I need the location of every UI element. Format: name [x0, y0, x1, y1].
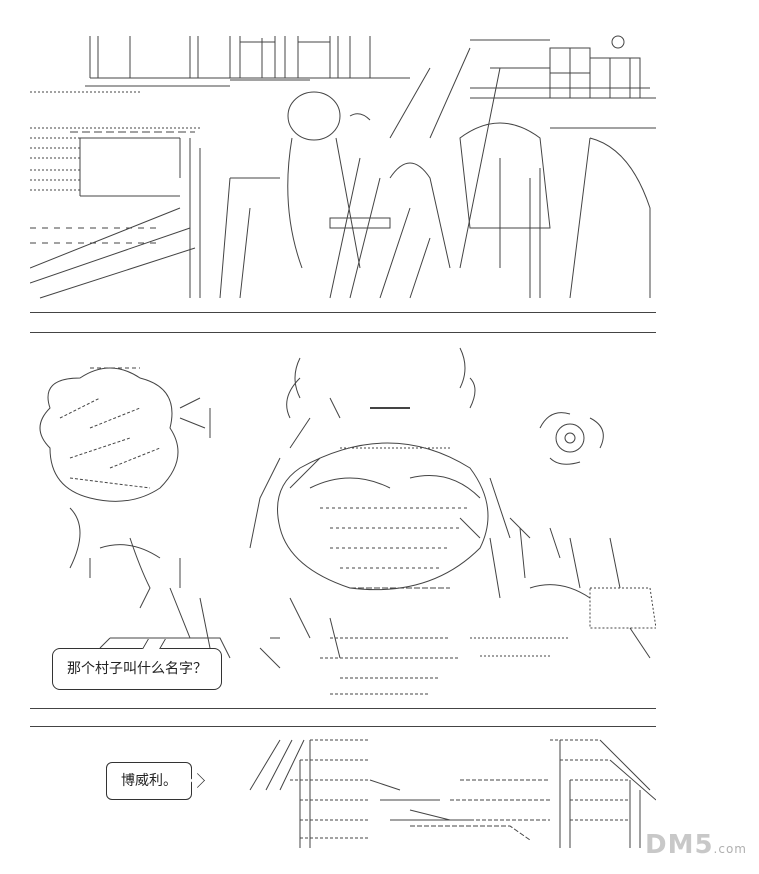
speech-bubble-question: 那个村子叫什么名字？	[52, 648, 222, 690]
watermark-suffix: .com	[713, 842, 747, 856]
panel-divider-mid	[30, 708, 656, 709]
speech-bubble-answer: 博威利。	[106, 762, 192, 800]
panel-divider-top-2	[30, 332, 656, 333]
panel-answer	[30, 730, 656, 848]
street-scene-art	[30, 28, 656, 310]
panel-conversation	[30, 338, 656, 706]
panel-divider-mid-2	[30, 726, 656, 727]
conversation-art	[30, 338, 656, 706]
watermark-logo: DM5.com	[645, 830, 747, 860]
watermark-brand: DM5	[645, 830, 714, 860]
panel-street-scene	[30, 28, 656, 310]
answer-art	[30, 730, 656, 848]
speech-text-question: 那个村子叫什么名字？	[67, 661, 207, 677]
speech-text-answer: 博威利。	[121, 773, 177, 789]
panel-divider-top	[30, 312, 656, 313]
